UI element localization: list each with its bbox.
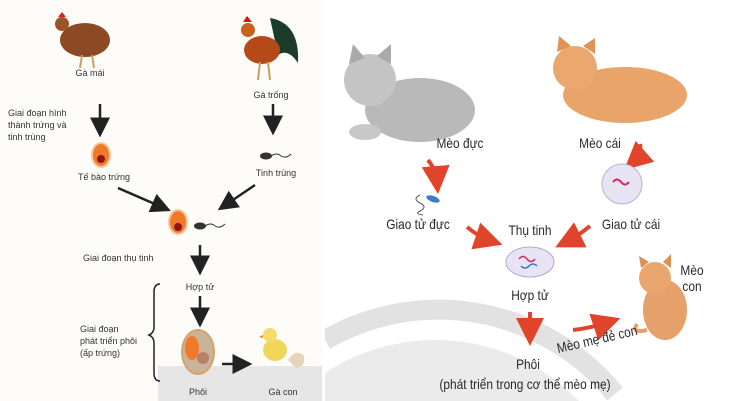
label-zygote: Hợp tử — [185, 282, 215, 292]
label-egg-cell: Tế bào trứng — [77, 172, 131, 182]
label-embryo: Phôi — [188, 387, 208, 397]
label-female-cat: Mèo cái — [579, 135, 621, 151]
label-chick: Gà con — [268, 387, 298, 397]
label-fertilization: Thụ tinh — [508, 222, 552, 238]
label-embryo: Phôi — [516, 356, 540, 372]
zygote-icon — [505, 246, 555, 278]
label-line: Mèo — [680, 262, 704, 278]
female-gamete-icon — [601, 163, 643, 205]
red-flow-arrows — [421, 140, 655, 346]
arrow — [624, 140, 655, 170]
label-rooster: Gà trống — [253, 90, 289, 100]
male-cat-icon — [344, 44, 475, 142]
label-line: (ấp trứng) — [80, 348, 121, 358]
label-kitten: Mèo con — [680, 262, 703, 294]
label-male-gamete: Giao tử đực — [386, 216, 450, 232]
chicken-reproduction-panel: Gà mái Gà trống Giai đoạn hình thành trứ… — [0, 0, 322, 401]
arrow-diagonal — [217, 183, 256, 211]
chicken-diagram-graphics — [55, 12, 322, 401]
label-line: phát triển phôi — [80, 336, 138, 346]
arrow — [572, 313, 621, 341]
label-line: thành trứng và — [8, 120, 67, 130]
male-gamete-icon — [415, 194, 440, 216]
arrow — [465, 222, 503, 250]
rooster-icon — [241, 16, 299, 81]
flow-arrows — [90, 104, 283, 374]
arrow — [555, 222, 592, 248]
female-cat-icon — [553, 36, 687, 123]
label-stage-embryo: Giai đoạn phát triển phôi (ấp trứng) — [80, 323, 137, 359]
arrow-diagonal — [117, 186, 171, 213]
sperm-icon — [260, 152, 292, 160]
label-female-gamete: Giao tử cái — [601, 216, 661, 232]
egg-cell-icon — [91, 142, 111, 168]
hen-icon — [55, 12, 110, 69]
label-line: tinh trùng — [8, 132, 46, 142]
bracket — [146, 283, 161, 382]
cat-reproduction-panel: Mèo đực Mèo cái Giao tử đực Giao tử cái … — [325, 0, 737, 401]
label-embryo-note: (phát triển trong cơ thể mèo mẹ) — [439, 376, 611, 392]
label-stage-gamete: Giai đoạn hình thành trứng và tinh trùng — [8, 107, 67, 143]
chick-icon — [259, 328, 305, 368]
label-line: con — [682, 278, 702, 294]
decorative-arc-fill — [325, 339, 579, 401]
label-zygote: Hợp tử — [511, 287, 549, 303]
label-stage-fertilization: Giai đoạn thụ tinh — [83, 253, 154, 263]
label-hen: Gà mái — [75, 68, 105, 78]
fertilization-icon — [168, 209, 226, 235]
arrow — [421, 158, 450, 194]
kitten-icon — [633, 254, 687, 340]
label-sperm: Tinh trùng — [255, 168, 297, 178]
label-line: Giai đoạn — [80, 324, 119, 334]
label-line: Giai đoạn hình — [8, 108, 67, 118]
label-male-cat: Mèo đực — [436, 135, 484, 151]
embryo-egg-icon — [181, 329, 215, 375]
cat-diagram-graphics — [325, 36, 687, 401]
decorative-arc — [325, 299, 623, 401]
